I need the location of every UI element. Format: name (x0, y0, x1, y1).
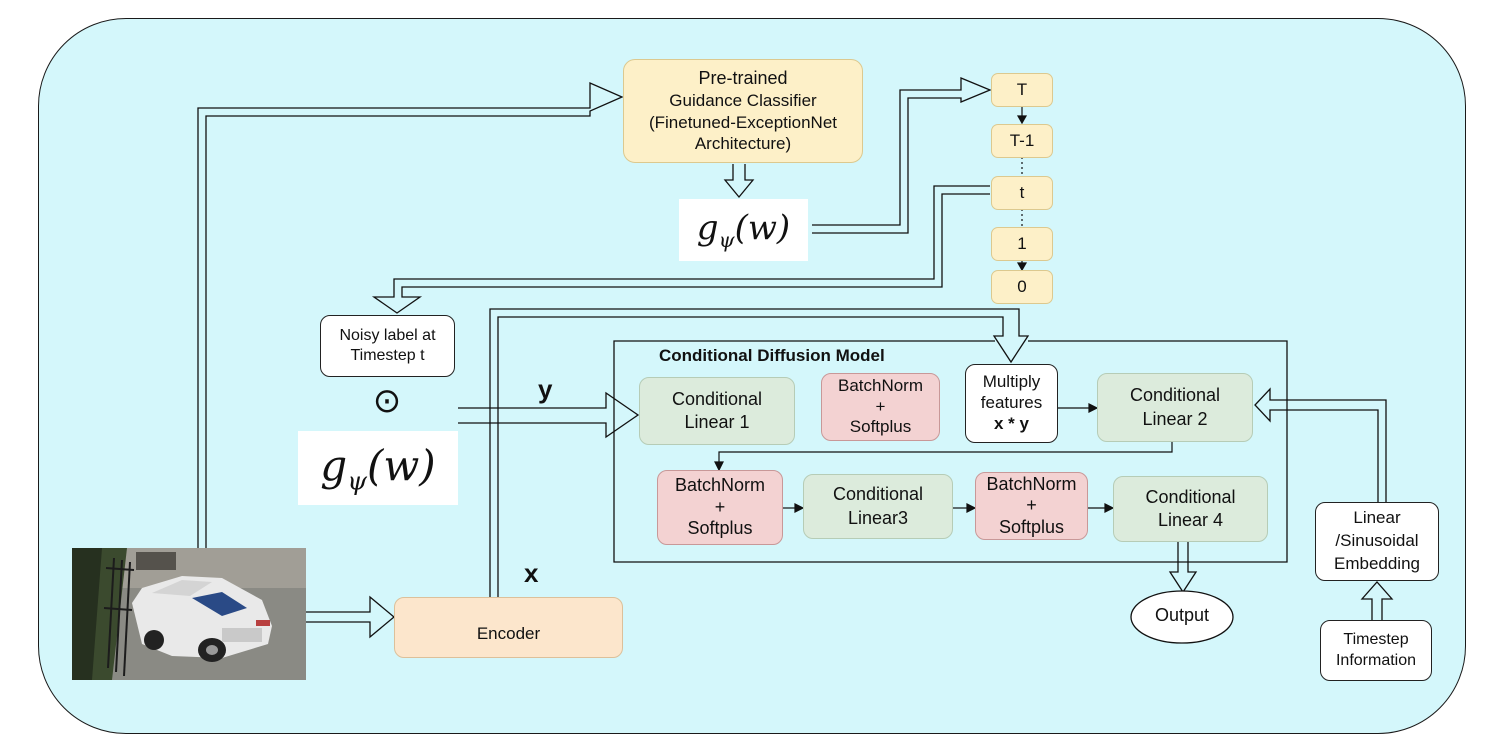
arrow-t-to-noisy-label (371, 185, 990, 314)
arrow-cl4-to-output (1168, 542, 1198, 594)
conditional-linear-3: Conditional Linear3 (803, 474, 953, 539)
timestep-1: 1 (991, 227, 1053, 261)
cdm-title: Conditional Diffusion Model (659, 346, 885, 365)
bn1-line-3: Softplus (849, 417, 912, 437)
classifier-line-2: Guidance Classifier (669, 90, 817, 110)
arrow-timestep-to-embedding (1360, 581, 1394, 620)
cl4-line-1: Conditional (1145, 486, 1236, 507)
timestep-t-label: t (1019, 183, 1025, 202)
timestep-0-label: 0 (1017, 277, 1027, 296)
batchnorm-softplus-2: BatchNorm + Softplus (657, 470, 783, 545)
noisy-label-line-2: Timestep t (350, 347, 425, 364)
odot-operator: ⊙ (372, 381, 402, 421)
timestep-T-label: T (1016, 80, 1028, 99)
output-label: Output (1154, 605, 1210, 625)
bn3-line-1: BatchNorm (986, 473, 1077, 494)
bn1-line-2: + (875, 396, 886, 416)
cl2-line-2: Linear 2 (1142, 408, 1208, 429)
conditional-linear-2: Conditional Linear 2 (1097, 373, 1253, 442)
guidance-function-text-2: gψ(w) (320, 440, 436, 496)
timestep-1-label: 1 (1017, 234, 1027, 253)
bn2-line-2: + (714, 496, 726, 517)
guidance-function-top: gψ(w) (679, 199, 808, 261)
arrow-encoder-to-multiply (489, 308, 1030, 598)
timestep-info-line-2: Information (1335, 651, 1417, 669)
classifier-line-1: Pre-trained (698, 67, 788, 88)
arrow-embedding-to-cl2 (1254, 387, 1387, 502)
noisy-label-line-1: Noisy label at (339, 326, 436, 344)
arrow-y-to-cl1 (458, 391, 640, 439)
conditional-linear-1: Conditional Linear 1 (639, 377, 795, 445)
y-label: y (538, 374, 553, 404)
arrow-guidance-to-T (812, 77, 992, 234)
embedding-box: Linear /Sinusoidal Embedding (1315, 502, 1439, 581)
arrow-classifier-to-guidance (723, 164, 755, 199)
embedding-line-2: /Sinusoidal (1335, 531, 1419, 551)
encoder-label: Encoder (476, 623, 541, 643)
arrow-image-to-encoder (305, 595, 396, 639)
classifier-line-4: Architecture) (694, 134, 792, 154)
encoder-box: Encoder (394, 597, 623, 658)
timestep-T: T (991, 73, 1053, 107)
guidance-function-bottom: gψ(w) (298, 431, 458, 505)
x-label: x (524, 558, 539, 588)
multiply-line-2: features (980, 393, 1043, 413)
embedding-line-3: Embedding (1333, 553, 1420, 573)
multiply-line-1: Multiply (982, 372, 1041, 392)
conditional-linear-4: Conditional Linear 4 (1113, 476, 1268, 542)
multiply-features: Multiply features x * y (965, 364, 1058, 443)
input-video-frame (72, 548, 306, 680)
bn2-line-3: Softplus (687, 518, 753, 539)
car-photo-illustration (72, 548, 306, 680)
cl1-line-1: Conditional (671, 388, 763, 409)
cdm-boundary (613, 340, 1288, 563)
classifier-line-3: (Finetuned-ExceptionNet (648, 112, 838, 132)
bn1-line-1: BatchNorm (837, 376, 924, 396)
output-node (1130, 590, 1234, 644)
timestep-T-1-label: T-1 (1009, 131, 1035, 150)
bn3-line-2: + (1026, 495, 1037, 516)
bn2-line-1: BatchNorm (674, 474, 766, 495)
timestep-t: t (991, 176, 1053, 210)
cl3-line-1: Conditional (832, 484, 924, 505)
batchnorm-softplus-1: BatchNorm + Softplus (821, 373, 940, 441)
embedding-line-1: Linear (1353, 508, 1401, 528)
arrow-image-to-classifier (197, 82, 624, 548)
cl3-line-2: Linear3 (847, 507, 909, 528)
timestep-info-line-1: Timestep (1343, 631, 1409, 649)
noisy-label-box: Noisy label at Timestep t (320, 315, 455, 377)
cl1-line-2: Linear 1 (684, 412, 750, 432)
timestep-information-box: Timestep Information (1320, 620, 1432, 681)
multiply-line-3: x * y (994, 413, 1029, 433)
bn3-line-3: Softplus (998, 516, 1065, 537)
cl2-line-1: Conditional (1129, 385, 1221, 406)
guidance-classifier: Pre-trained Guidance Classifier (Finetun… (623, 59, 863, 163)
timestep-0: 0 (991, 270, 1053, 304)
cl4-line-2: Linear 4 (1157, 510, 1224, 530)
guidance-function-text: gψ(w) (696, 208, 791, 252)
timestep-T-1: T-1 (991, 124, 1053, 158)
batchnorm-softplus-3: BatchNorm + Softplus (975, 472, 1088, 540)
